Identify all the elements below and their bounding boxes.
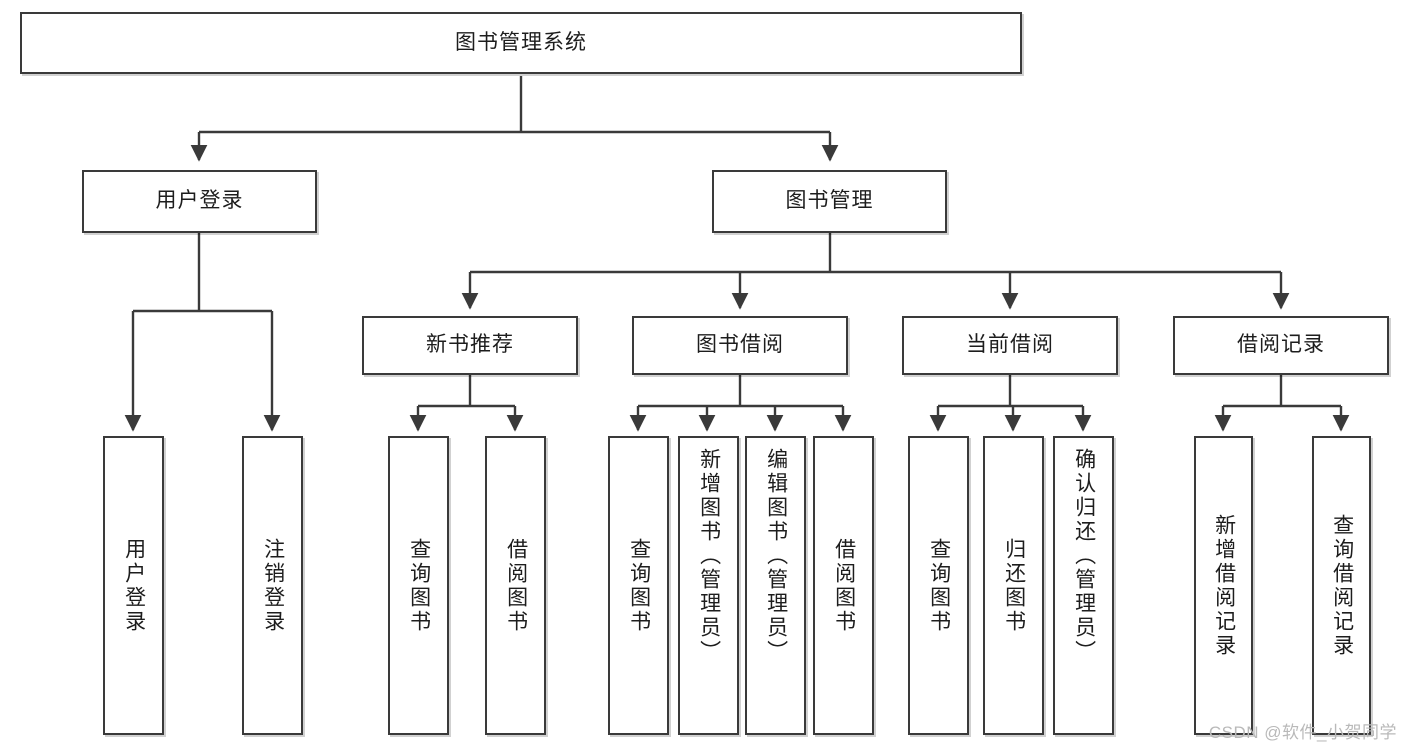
node-leaf-add-book-label: 新增图书（管理员）: [697, 448, 721, 664]
node-root-label: 图书管理系统: [455, 30, 587, 54]
node-leaf-user-login[interactable]: 用户登录: [103, 436, 164, 735]
node-user-login-label: 用户登录: [155, 189, 244, 213]
node-user-login[interactable]: 用户登录: [82, 170, 317, 233]
node-leaf-add-record[interactable]: 新增借阅记录: [1194, 436, 1253, 735]
node-root[interactable]: 图书管理系统: [20, 12, 1022, 74]
node-leaf-confirm-return[interactable]: 确认归还（管理员）: [1053, 436, 1114, 735]
node-leaf-add-book[interactable]: 新增图书（管理员）: [678, 436, 739, 735]
node-leaf-query-book-3-label: 查询图书: [927, 537, 951, 634]
node-current-borrow-label: 当前借阅: [966, 333, 1054, 357]
node-new-book-rec-label: 新书推荐: [426, 333, 514, 357]
node-book-borrow-label: 图书借阅: [696, 333, 784, 357]
node-leaf-return-book[interactable]: 归还图书: [983, 436, 1044, 735]
node-book-manage[interactable]: 图书管理: [712, 170, 947, 233]
node-new-book-rec[interactable]: 新书推荐: [362, 316, 578, 375]
node-leaf-query-book-2-label: 查询图书: [627, 537, 651, 634]
node-leaf-query-book-1-label: 查询图书: [407, 537, 431, 634]
node-leaf-borrow-book-2-label: 借阅图书: [832, 537, 856, 634]
node-leaf-borrow-book-2[interactable]: 借阅图书: [813, 436, 874, 735]
node-borrow-record-label: 借阅记录: [1237, 333, 1325, 357]
node-book-borrow[interactable]: 图书借阅: [632, 316, 848, 375]
node-leaf-borrow-book-1[interactable]: 借阅图书: [485, 436, 546, 735]
node-borrow-record[interactable]: 借阅记录: [1173, 316, 1389, 375]
node-leaf-logout[interactable]: 注销登录: [242, 436, 303, 735]
node-leaf-edit-book-label: 编辑图书（管理员）: [764, 448, 788, 664]
node-current-borrow[interactable]: 当前借阅: [902, 316, 1118, 375]
node-leaf-query-book-1[interactable]: 查询图书: [388, 436, 449, 735]
node-leaf-query-record[interactable]: 查询借阅记录: [1312, 436, 1371, 735]
node-leaf-confirm-return-label: 确认归还（管理员）: [1072, 448, 1096, 664]
node-leaf-user-login-label: 用户登录: [122, 537, 146, 634]
node-book-manage-label: 图书管理: [785, 189, 874, 213]
node-leaf-query-record-label: 查询借阅记录: [1330, 513, 1354, 658]
csdn-watermark: CSDN @软件_小贺同学: [1208, 723, 1397, 742]
node-leaf-borrow-book-1-label: 借阅图书: [504, 537, 528, 634]
node-leaf-edit-book[interactable]: 编辑图书（管理员）: [745, 436, 806, 735]
node-leaf-add-record-label: 新增借阅记录: [1212, 513, 1236, 658]
node-leaf-return-book-label: 归还图书: [1002, 537, 1026, 634]
node-leaf-query-book-2[interactable]: 查询图书: [608, 436, 669, 735]
node-leaf-logout-label: 注销登录: [261, 537, 285, 634]
node-leaf-query-book-3[interactable]: 查询图书: [908, 436, 969, 735]
